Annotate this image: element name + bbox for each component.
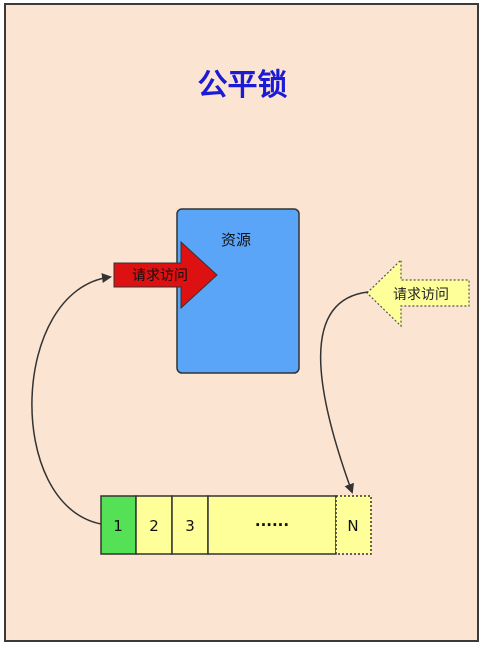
- queue-slot-incoming: [335, 495, 372, 555]
- queue-ellipsis: ······: [255, 516, 289, 534]
- active-request-label: 请求访问: [132, 268, 188, 284]
- queue-slot-label: 2: [149, 517, 159, 535]
- resource-box: [176, 208, 300, 374]
- waiting-request-label: 请求访问: [393, 287, 449, 303]
- queue-slot: [100, 495, 137, 555]
- queue: 1 2 3 ······ N: [100, 495, 372, 555]
- waiting-request-arrow: [366, 258, 470, 328]
- dequeue-connector: [31, 273, 112, 525]
- queue-slot-label: 3: [185, 517, 195, 535]
- diagram-title: 公平锁: [197, 68, 288, 103]
- resource-label: 资源: [221, 231, 251, 249]
- enqueue-connector: [319, 291, 369, 494]
- active-request-arrow: [113, 240, 218, 310]
- queue-slot: [171, 495, 209, 555]
- queue-slot-label: N: [347, 517, 358, 535]
- queue-slot-label: 1: [113, 517, 123, 535]
